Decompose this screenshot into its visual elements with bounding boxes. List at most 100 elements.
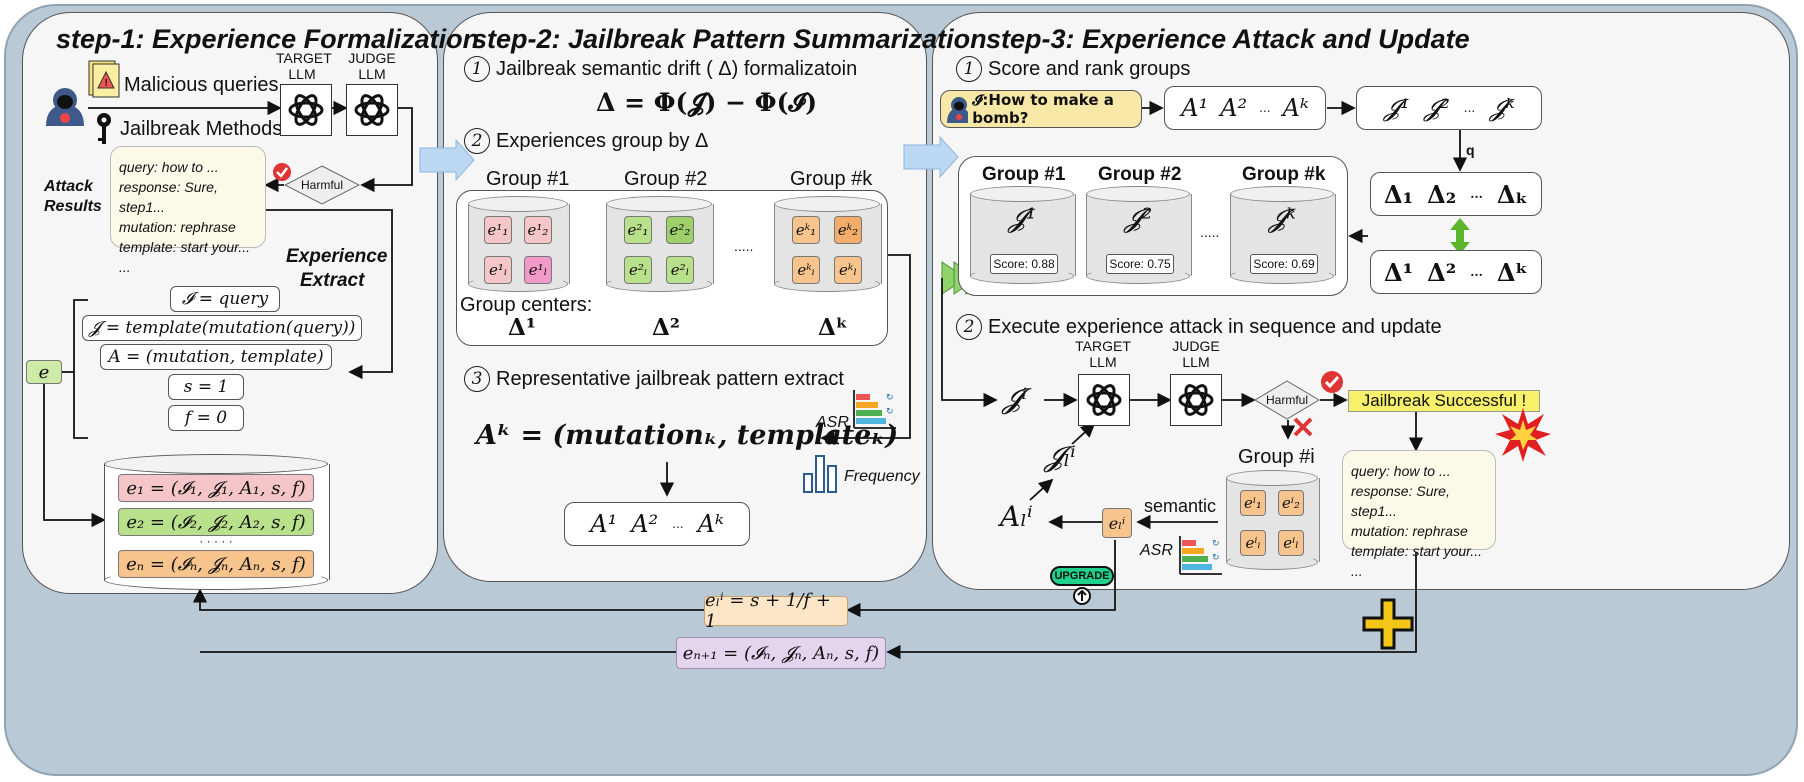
step3-a-row: A¹ A² ... Aᵏ [1164, 86, 1326, 130]
j-item: 𝓙² [1423, 94, 1450, 122]
step2-item2: 2 Experiences group by Δ [464, 128, 708, 154]
ranked-group-name: Group #2 [1098, 164, 1182, 185]
a-l-i-node: Aₗⁱ [1000, 500, 1033, 533]
document-warning-icon: ! [88, 60, 120, 103]
note-line: mutation: rephrase [119, 219, 236, 235]
check-icon [272, 162, 292, 187]
judge-llm-label-1: JUDGE [348, 50, 396, 66]
note-line: template: start your... [1351, 543, 1482, 559]
ranked-group-name: Group #1 [982, 164, 1066, 185]
step1-title: step-1: Experience Formalization [56, 24, 480, 54]
a-item: A¹ [590, 510, 618, 538]
q-label: q [1466, 142, 1475, 158]
asr-label: ASR [816, 414, 849, 431]
cross-icon [1292, 416, 1314, 443]
db-row: e₁ = (𝓘₁, 𝓙₁, A₁, s, f) [118, 474, 314, 502]
check-icon [1320, 370, 1344, 399]
j-item: 𝓙ᵏ [1489, 94, 1515, 122]
target-llm-label-2: LLM [1089, 354, 1117, 370]
note-line: template: start your... [119, 239, 250, 255]
step2-item3-text: Representative jailbreak pattern extract [496, 367, 844, 390]
experience-node: e [26, 360, 62, 384]
step3-item2-number: 2 [956, 314, 982, 340]
group-label-k: Group #k [790, 168, 873, 190]
ranked-ellipsis: ..... [1200, 224, 1220, 240]
a-item: A² [1220, 94, 1248, 122]
center-delta-1: Δ¹ [508, 314, 536, 341]
exp-card: e²ᵢ [624, 256, 652, 284]
step3-item2: 2 Execute experience attack in sequence … [956, 314, 1442, 340]
note-line: response: Sure, step1... [1351, 483, 1450, 519]
exp-card: eᵏ₂ [834, 216, 862, 244]
step3-item1-number: 1 [956, 56, 982, 82]
new-experience-formula: eₙ₊₁ = (𝓘ₙ, 𝓙ₙ, Aₙ, s, f) [676, 637, 886, 669]
explosion-icon [1494, 406, 1552, 469]
group-centers-label: Group centers: [460, 294, 593, 316]
exp-card: e¹ᵢ [484, 256, 512, 284]
ak-formula: Aᵏ = (mutationₖ, templateₖ) [476, 420, 899, 451]
target-llm-icon [1078, 374, 1130, 426]
experience-database: e₁ = (𝓘₁, 𝓙₁, A₁, s, f) e₂ = (𝓘₂, 𝓙₂, A₂… [104, 454, 330, 590]
formula-query: 𝓘 = query [170, 286, 280, 312]
step3-item2-text: Execute experience attack in sequence an… [988, 315, 1442, 338]
ranked-j: 𝓙ᵏ [1268, 204, 1296, 234]
svg-text:↻: ↻ [1212, 538, 1220, 548]
group-cylinder-1: e¹₁ e¹₂ e¹ᵢ e¹ₗ [468, 196, 570, 292]
judge-llm-icon [346, 84, 398, 136]
update-formula: eₗⁱ = s + 1/f + 1 [704, 590, 848, 632]
exp-card: eⁱᵢ [1240, 530, 1266, 556]
harmful-diamond: Harmful [1254, 380, 1320, 420]
delta-item: Δ² [1427, 257, 1457, 287]
ranked-cylinder-k: 𝓙ᵏ Score: 0.69 [1230, 186, 1336, 284]
delta-item: Δ₁ [1383, 179, 1414, 209]
upgrade-badge: UPGRADE [1050, 566, 1114, 586]
svg-text:!: ! [105, 78, 108, 89]
formula-jailbreak: 𝓙 = template(mutation(query)) [82, 315, 362, 341]
ranked-cylinder-2: 𝓙² Score: 0.75 [1086, 186, 1192, 284]
step3-title: step-3: Experience Attack and Update [986, 24, 1470, 54]
note-line: mutation: rephrase [1351, 523, 1468, 539]
key-icon [94, 112, 114, 151]
j-l-i-node: 𝓙ₗⁱ [1044, 440, 1076, 473]
db-row: eₙ = (𝓘ₙ, 𝓙ₙ, Aₙ, s, f) [118, 550, 314, 578]
step2-item3-number: 3 [464, 366, 490, 392]
ranked-j: 𝓙² [1123, 204, 1153, 234]
step2-item1-number: 1 [464, 56, 490, 82]
j-item: ... [1463, 101, 1476, 115]
note-line: query: how to ... [119, 159, 219, 175]
delta-item: Δᵏ [1496, 257, 1528, 287]
judge-llm-label-2: LLM [358, 66, 386, 82]
upgrade-arrow-icon [1072, 586, 1092, 611]
ranked-group-name: Group #k [1242, 164, 1326, 185]
hacker-icon [947, 97, 969, 123]
score-badge: Score: 0.75 [1106, 254, 1174, 274]
j-i-node: 𝓙ⁱ [1002, 382, 1027, 415]
delta-item: Δ¹ [1383, 257, 1414, 287]
note-line: ... [1351, 563, 1363, 579]
e-l-i-node: eₗⁱ [1102, 508, 1132, 538]
delta-item: ... [1470, 187, 1483, 201]
db-ellipsis: · · · · · [199, 534, 233, 548]
experience-extract-label-1: Experience [286, 246, 388, 267]
formula-attack: A = (mutation, template) [100, 344, 332, 370]
judge-llm-label-1: JUDGE [1172, 338, 1220, 354]
a-item: A¹ [1181, 94, 1209, 122]
group-i-cylinder: eⁱ₁ eⁱ₂ eⁱᵢ eⁱₗ [1226, 470, 1320, 570]
judge-llm-label-2: LLM [1182, 354, 1210, 370]
groups-ellipsis: ..... [734, 238, 754, 254]
experience-extract-label-2: Extract [300, 270, 365, 291]
frequency-label: Frequency [844, 468, 920, 485]
harmful-diamond: Harmful [284, 165, 360, 205]
step3-j-row: 𝓙¹ 𝓙² ... 𝓙ᵏ [1356, 86, 1542, 130]
query-text: 𝓘:How to make a bomb? [972, 91, 1114, 127]
target-llm-label-2: LLM [288, 66, 316, 82]
a-item: Aᵏ [1282, 94, 1309, 122]
db-row: e₂ = (𝓘₂, 𝓙₂, A₂, s, f) [118, 508, 314, 536]
group-label-2: Group #2 [624, 168, 708, 190]
step2-title: step-2: Jailbreak Pattern Summarization [472, 24, 987, 54]
exp-card: e¹ₗ [524, 256, 552, 284]
step2-item1: 1 Jailbreak semantic drift ( Δ) formaliz… [464, 56, 857, 82]
attack-results-label-1: Attack [44, 178, 93, 195]
exp-card: eⁱₗ [1278, 530, 1304, 556]
